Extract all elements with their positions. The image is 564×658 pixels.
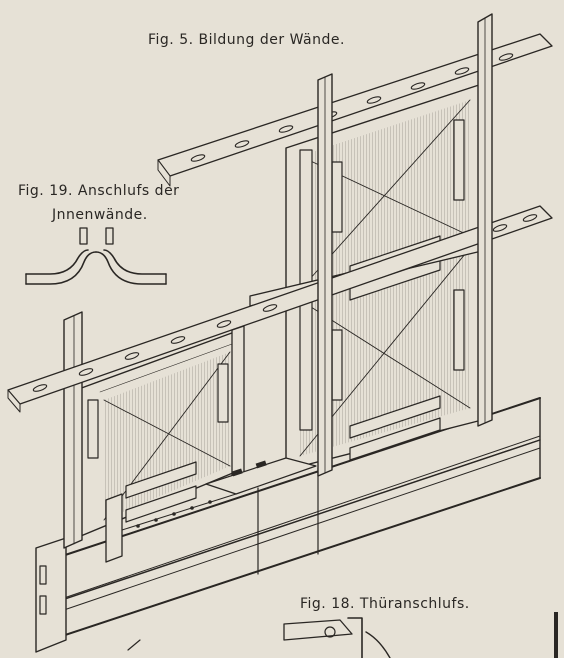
fig18-door-joint-detail — [127, 612, 558, 658]
middle-perforated-strip — [7, 205, 553, 413]
fig18-title: Fig. 18. Thüranschlufs. — [300, 596, 470, 612]
vertical-posts — [231, 13, 493, 477]
fig19-title-line1: Fig. 19. Anschlufs der — [18, 183, 179, 199]
base-beam — [35, 397, 541, 653]
fig19-title-line2: Jnnenwände. — [51, 207, 148, 223]
bottom-joint-blocks — [121, 457, 317, 531]
left-wall-panel — [63, 311, 241, 563]
fig5-title: Fig. 5. Bildung der Wände. — [148, 32, 345, 48]
fig19-joint-detail — [25, 227, 167, 285]
